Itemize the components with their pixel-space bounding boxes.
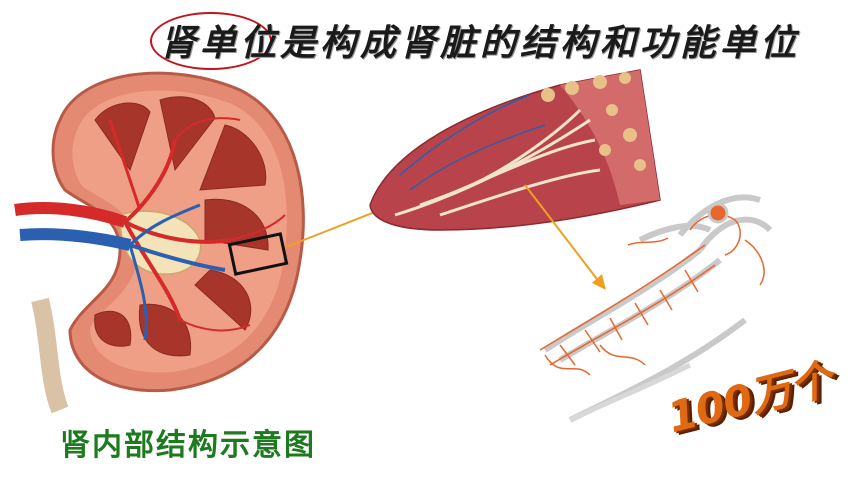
- pointer-arrow: [285, 207, 386, 248]
- title-rest: 是构成肾脏的结构和功能单位: [280, 23, 801, 64]
- renal-pyramid-zoom-illustration: [369, 69, 661, 231]
- nephron-illustration: [539, 194, 773, 423]
- selection-box: [227, 232, 289, 276]
- kidney-caption: 肾内部结构示意图: [60, 428, 316, 463]
- kidney-section-illustration: [14, 71, 305, 414]
- title-highlight: 肾单位: [160, 23, 281, 64]
- page-title: 肾单位是构成肾脏的结构和功能单位: [160, 14, 800, 66]
- title-highlight-ellipse: [150, 12, 272, 70]
